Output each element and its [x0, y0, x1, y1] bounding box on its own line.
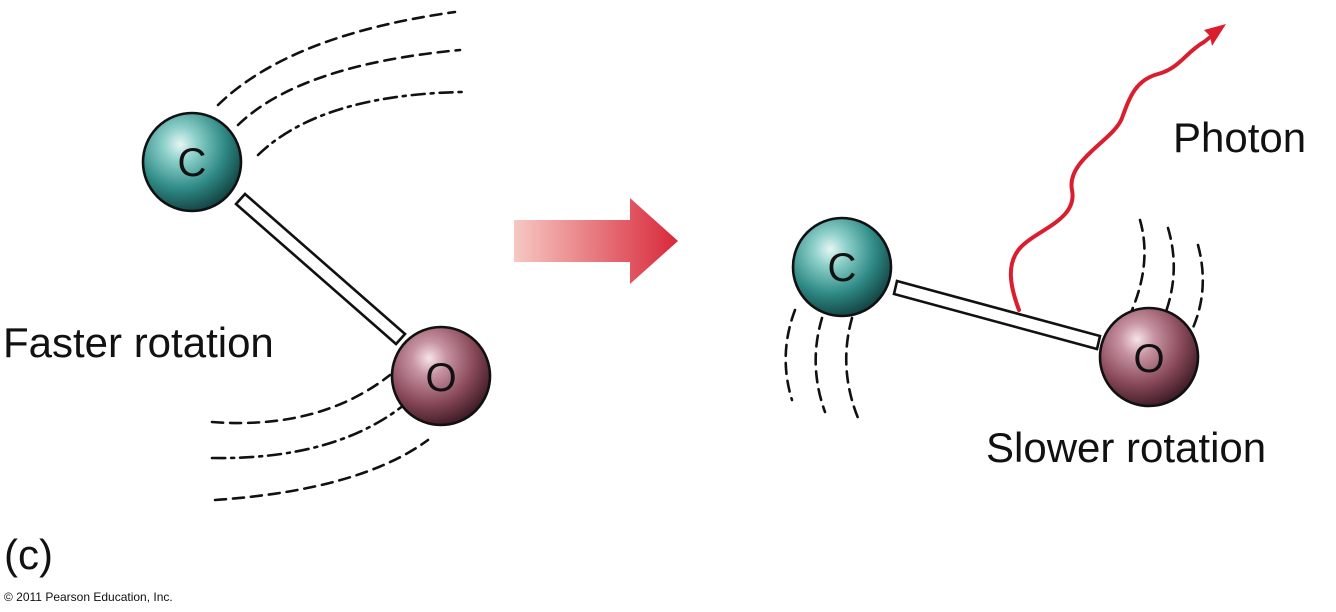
photon-wave	[1008, 32, 1216, 312]
slow-bond	[892, 279, 1102, 351]
slow-carbon-label: C	[828, 246, 857, 290]
photon-arrowhead	[1204, 24, 1226, 46]
transition-arrow	[514, 198, 678, 284]
photon: Photon	[1008, 24, 1306, 312]
fast-motion-lines-top	[216, 10, 464, 157]
fast-bond	[234, 192, 407, 346]
slow-oxygen-atom: O	[1098, 306, 1200, 408]
slow-carbon-atom: C	[791, 216, 893, 318]
slower-rotation-caption: Slower rotation	[986, 424, 1266, 471]
fast-carbon-atom: C	[141, 111, 243, 213]
fast-oxygen-atom: O	[390, 325, 492, 427]
fast-motion-lines-bottom	[210, 373, 430, 502]
photon-label: Photon	[1173, 114, 1306, 161]
fast-carbon-label: C	[178, 141, 207, 185]
faster-rotation-caption: Faster rotation	[3, 319, 274, 366]
slow-molecule: C O Slower rotation	[784, 216, 1266, 471]
copyright-notice: © 2011 Pearson Education, Inc.	[4, 590, 173, 604]
slow-motion-lines-right	[1130, 218, 1205, 332]
fast-oxygen-label: O	[425, 356, 456, 400]
slow-motion-lines-left	[784, 308, 860, 420]
slow-oxygen-label: O	[1133, 337, 1164, 381]
panel-label: (c)	[4, 531, 53, 578]
fast-molecule: C O Faster rotation	[3, 10, 492, 502]
